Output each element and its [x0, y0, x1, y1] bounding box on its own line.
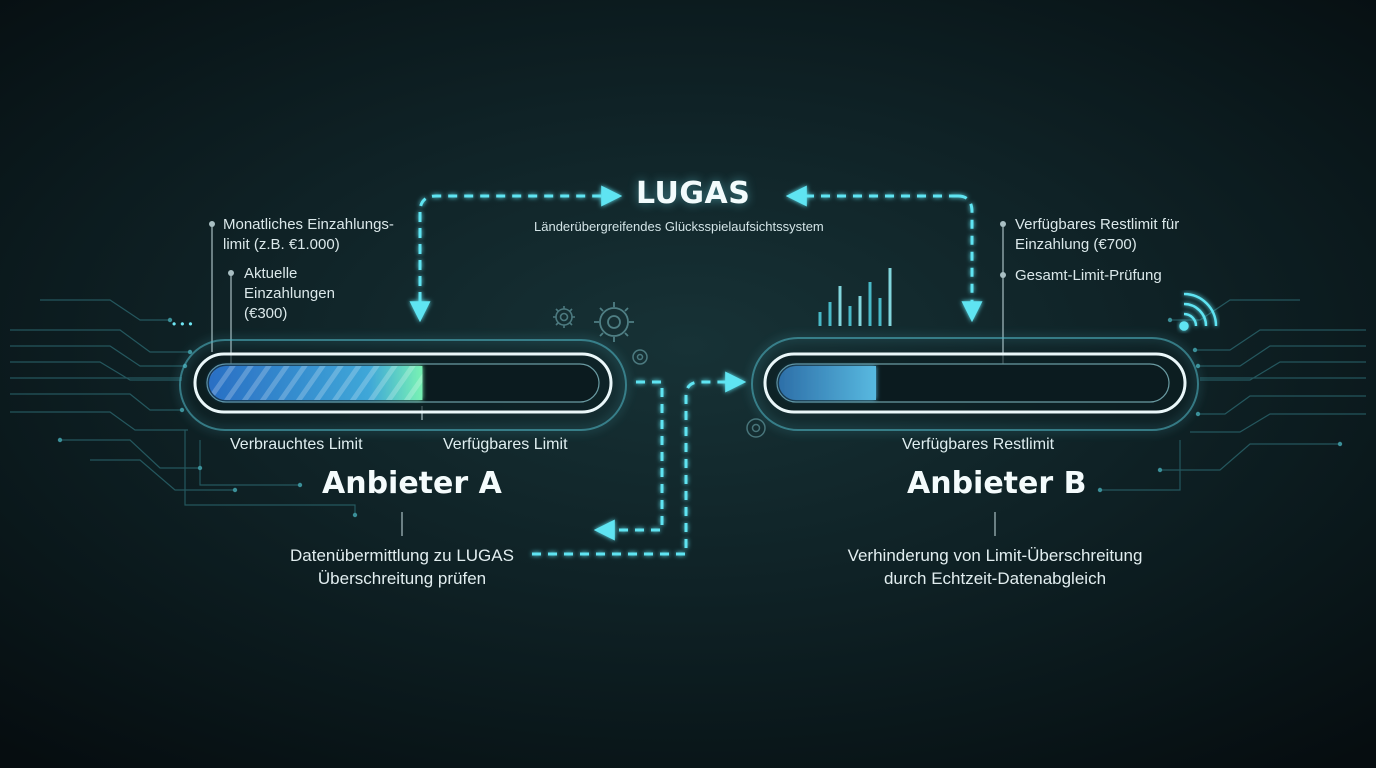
- data-flow-arrows: [409, 185, 983, 556]
- note-monthly-limit: Monatliches Einzahlungs- limit (z.B. €1.…: [223, 215, 394, 255]
- circuit-nodes-right: [1097, 317, 1343, 493]
- provider-b-caption: Verhinderung von Limit-Überschreitung du…: [820, 544, 1170, 590]
- signal-icon: [1179, 292, 1218, 331]
- note-monthly-limit-line2: limit (z.B. €1.000): [223, 236, 340, 253]
- gear-icon: [632, 349, 648, 365]
- page-subtitle: Länderübergreifendes Glücksspielaufsicht…: [534, 219, 824, 234]
- dots-icon: •••: [172, 317, 197, 331]
- provider-b-caption-line1: Verhinderung von Limit-Überschreitung: [847, 546, 1143, 565]
- limit-bar-a: [179, 339, 627, 431]
- bar-a-used-hatch: [209, 366, 423, 400]
- bar-chart-icon: [818, 268, 892, 326]
- gear-icon: [746, 418, 766, 438]
- provider-a-caption: Datenübermittlung zu LUGAS Überschreitun…: [270, 544, 534, 590]
- label-available-limit: Verfügbares Limit: [443, 436, 568, 453]
- arrow-a-out: [593, 380, 664, 541]
- note-total-check-line1: Gesamt-Limit-Prüfung: [1015, 267, 1162, 284]
- note-current-line1: Aktuelle: [244, 265, 298, 282]
- provider-a-name: Anbieter A: [322, 466, 502, 501]
- label-used-limit: Verbrauchtes Limit: [230, 436, 363, 453]
- arrow-lugas-to-b: [957, 194, 983, 323]
- bar-b-remaining-fill: [779, 366, 876, 400]
- note-current-deposits: Aktuelle Einzahlungen (€300): [244, 264, 335, 324]
- provider-a-caption-line1: Datenübermittlung zu LUGAS: [290, 546, 514, 565]
- note-total-check: Gesamt-Limit-Prüfung: [1015, 266, 1162, 286]
- label-remaining-limit: Verfügbares Restlimit: [902, 436, 1055, 453]
- arrow-caption-to-b: [532, 371, 747, 556]
- circuit-traces-left: [10, 299, 356, 515]
- bar-b-glow-outline: [751, 337, 1199, 431]
- note-monthly-limit-line1: Monatliches Einzahlungs-: [223, 216, 394, 233]
- circuit-nodes-left: [57, 317, 358, 518]
- gear-icon: [553, 306, 575, 328]
- note-current-line2: Einzahlungen: [244, 285, 335, 302]
- note-current-line3: (€300): [244, 305, 288, 322]
- limit-bar-b: [751, 337, 1199, 431]
- page-title: LUGAS: [636, 176, 751, 211]
- note-remaining-limit: Verfügbares Restlimit für Einzahlung (€7…: [1015, 215, 1179, 255]
- annotation-dots: [209, 221, 1006, 278]
- note-remaining-line1: Verfügbares Restlimit für: [1015, 216, 1180, 233]
- bar-a-glow-outline: [179, 339, 627, 431]
- gear-icon: [594, 302, 634, 342]
- circuit-traces-right: [1100, 299, 1366, 491]
- note-remaining-line2: Einzahlung (€700): [1015, 236, 1137, 253]
- arrow-a-to-lugas: [418, 185, 623, 318]
- provider-b-caption-line2: durch Echtzeit-Datenabgleich: [883, 569, 1107, 588]
- provider-b-name: Anbieter B: [907, 466, 1087, 501]
- provider-a-caption-line2: Überschreitung prüfen: [317, 569, 487, 588]
